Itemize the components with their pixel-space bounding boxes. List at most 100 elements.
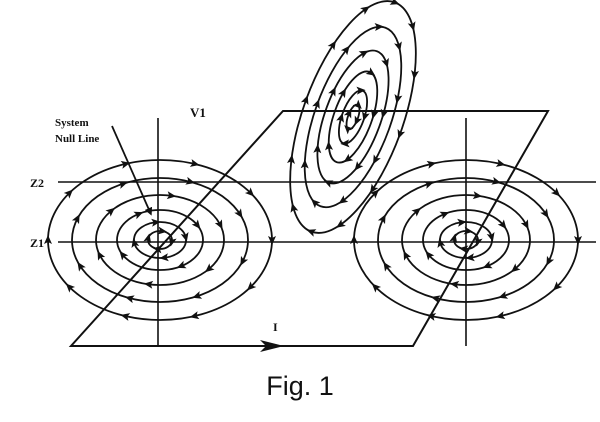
field-direction-arrow [394,41,402,52]
field-ring [401,194,531,286]
field-direction-arrow [343,108,352,119]
z2-label: Z2 [30,176,44,190]
field-direction-arrow [71,214,80,225]
field-direction-arrow [191,219,201,229]
field-direction-arrow [313,144,322,154]
field-direction-arrow [365,67,376,76]
figure-caption: Fig. 1 [266,371,334,401]
field-direction-arrow [152,245,163,254]
field-direction-arrow [374,23,384,32]
field-direction-arrow [358,50,369,59]
field-direction-arrow [234,208,243,219]
field-direction-arrow [180,232,189,242]
field-direction-arrow [287,154,295,164]
field-direction-arrow [44,235,52,244]
field-direction-arrow [482,260,493,269]
field-ring [133,221,187,259]
field-ring [47,159,273,321]
field-direction-arrow [352,99,362,109]
field-direction-arrow [300,95,309,106]
field-direction-arrow [131,238,140,248]
field-direction-arrow [300,159,309,169]
field-direction-arrow [546,255,555,266]
field-direction-arrow [437,238,446,248]
field-direction-arrow [371,283,382,293]
field-direction-arrow [369,189,379,199]
current-plane [68,110,550,347]
field-direction-arrow [457,218,467,227]
field-ring [116,209,204,271]
field-direction-arrow [337,88,346,99]
field-direction-arrow [407,21,416,32]
field-direction-arrow [340,139,350,148]
field-direction-arrow [423,181,434,189]
field-direction-arrow [323,180,334,188]
right-field-system [350,159,582,321]
field-direction-arrow [381,57,389,68]
field-direction-arrow [311,199,321,209]
field-direction-arrow [411,207,421,217]
field-direction-arrow [394,94,403,104]
current-direction-arrow [260,340,284,352]
field-direction-arrow [340,45,350,56]
field-direction-arrow [426,313,437,321]
field-direction-arrow [124,295,135,304]
field-direction-arrow [540,208,549,219]
field-ring [71,177,249,303]
field-direction-arrow [343,153,354,163]
field-direction-arrow [77,261,86,272]
field-direction-arrow [411,70,419,80]
field-direction-arrow [325,141,334,151]
upper-tilted-field-system [287,0,419,237]
field-direction-arrow [362,111,370,121]
field-direction-arrow [244,187,255,197]
system-label: System [55,117,89,129]
field-direction-arrow [105,207,115,217]
current-label: I [273,320,278,334]
field-direction-arrow [192,291,203,299]
field-direction-arrow [425,251,435,261]
field-direction-arrow [133,211,144,220]
field-direction-arrow [338,195,349,204]
field-direction-arrow [327,40,336,51]
left-field-system [44,159,276,321]
field-direction-arrow [214,219,223,230]
field-direction-arrow [430,295,441,304]
field-direction-arrow [491,176,502,185]
field-direction-arrow [119,251,129,261]
field-direction-arrow [117,181,128,189]
field-direction-arrow [356,86,366,95]
field-ring [95,194,225,286]
field-direction-arrow [397,128,406,139]
field-direction-arrow [143,280,154,289]
field-direction-arrow [426,160,437,169]
field-direction-arrow [495,311,506,320]
field-direction-arrow [472,191,483,200]
field-direction-arrow [449,280,460,289]
field-direction-arrow [383,261,392,272]
field-direction-arrow [553,281,563,291]
field-direction-arrow [574,236,582,245]
field-direction-arrow [463,226,474,235]
v1-label: V1 [190,105,206,120]
field-direction-arrow [247,281,257,291]
field-direction-arrow [65,283,76,293]
field-direction-arrow [120,313,131,321]
field-ring [338,89,368,145]
field-direction-arrow [63,189,73,199]
field-direction-arrow [350,235,358,244]
z1-label: Z1 [30,236,44,250]
field-direction-arrow [370,183,379,194]
field-direction-arrow [306,229,317,237]
null-line-pointer [111,125,153,216]
field-direction-arrow [380,108,389,119]
field-direction-arrow [336,113,344,123]
field-direction-arrow [360,6,370,15]
field-direction-arrow [449,233,458,244]
field-direction-arrow [166,191,177,200]
field-direction-arrow [168,236,177,247]
field-direction-arrow [371,109,379,119]
field-direction-arrow [474,236,483,247]
field-direction-arrow [312,99,320,110]
field-ring [422,209,510,271]
